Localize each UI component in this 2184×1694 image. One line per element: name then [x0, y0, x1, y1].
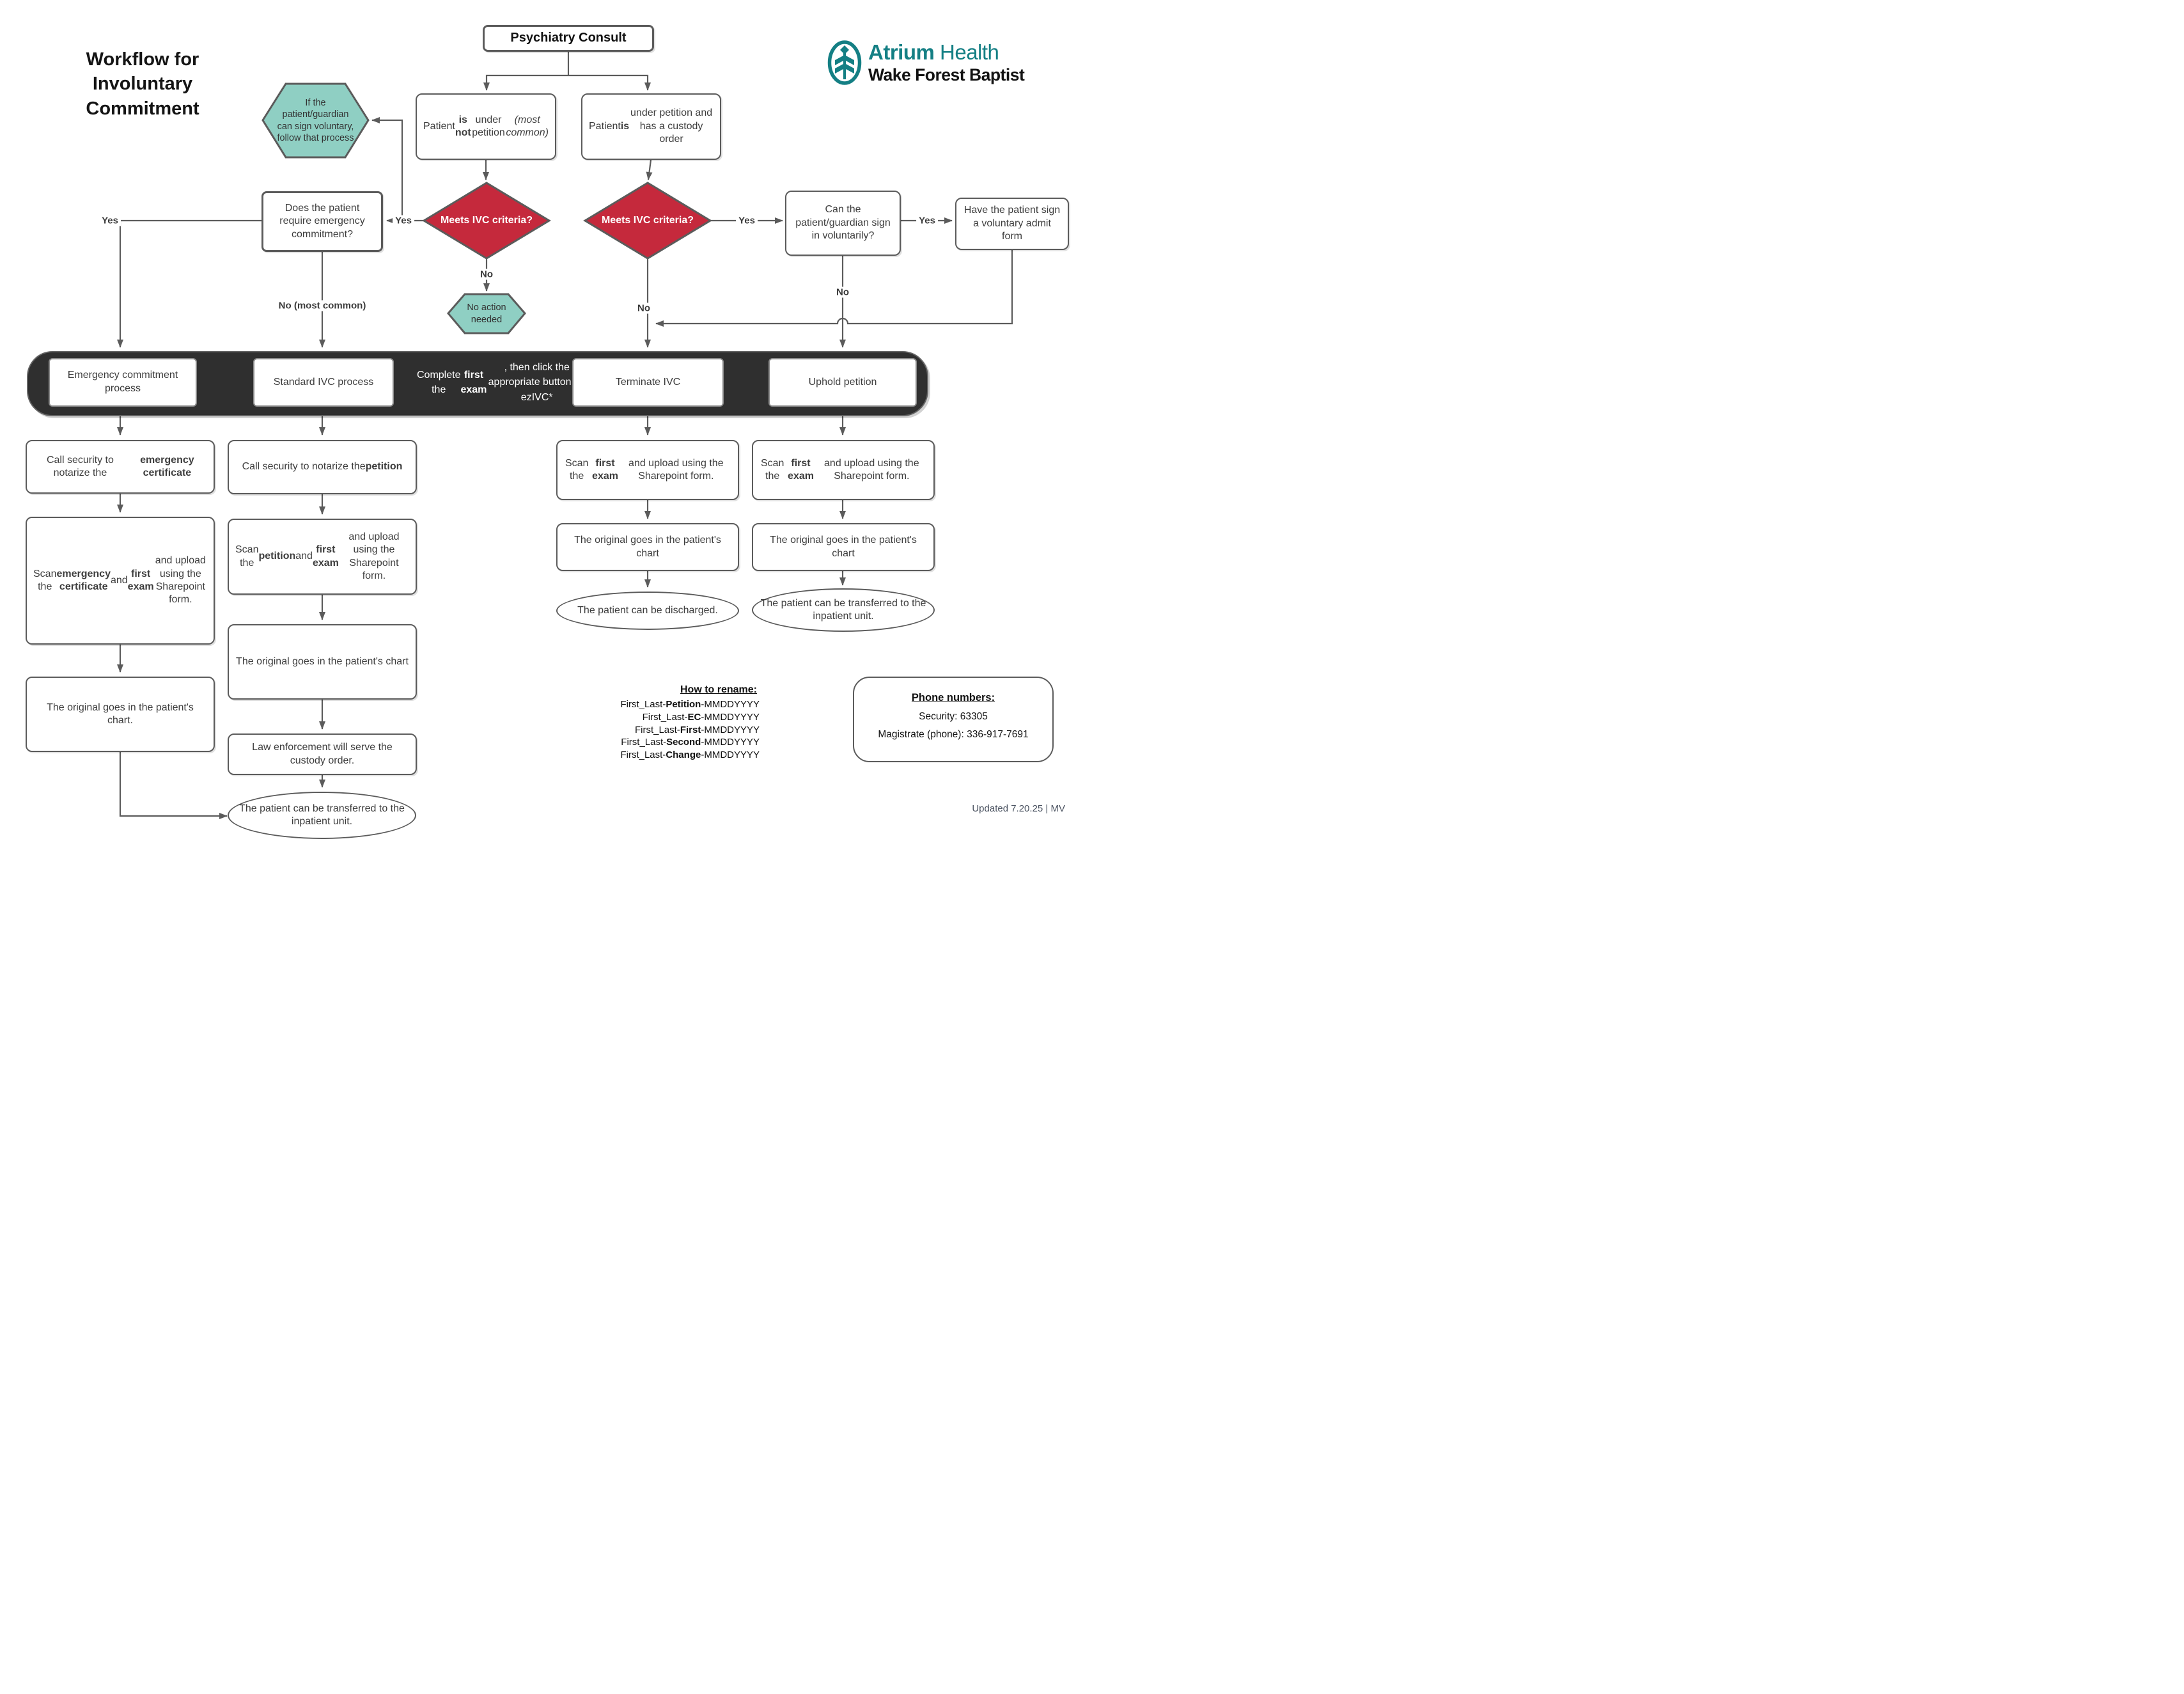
edge-label-no-most-common: No (most common)	[276, 300, 369, 311]
logo-subbrand: Wake Forest Baptist	[868, 65, 1025, 84]
hexagon-voluntary-note	[261, 82, 370, 159]
diamond-meets-ivc-2	[583, 182, 712, 260]
band-uphold-petition: Uphold petition	[768, 358, 917, 407]
rename-list: First_Last-Petition-MMDDYYYY First_Last-…	[601, 698, 760, 762]
phone-header: Phone numbers:	[911, 692, 995, 703]
flowchart-canvas: Workflow for Involuntary Commitment Atri…	[0, 0, 1092, 847]
logo-brand-atrium: Atrium	[868, 40, 935, 64]
node-under-petition: Patient is under petition and has a cust…	[581, 93, 721, 160]
logo-brand: Atrium Health	[868, 40, 1024, 65]
rename-line-ec: First_Last-EC-MMDDYYYY	[642, 711, 760, 723]
rename-line-second: First_Last-Second-MMDDYYYY	[621, 737, 760, 748]
terminal-c3-discharged: The patient can be discharged.	[556, 592, 739, 630]
node-c2-scan-upload: Scan the petition and first exam and upl…	[228, 519, 417, 595]
terminal-c4-transfer-inpatient: The patient can be transferred to the in…	[752, 588, 935, 632]
band-standard-ivc-process: Standard IVC process	[253, 358, 394, 407]
hexagon-voluntary-label: If the patient/guardian can sign volunta…	[277, 98, 354, 143]
node-psychiatry-consult: Psychiatry Consult	[483, 25, 654, 52]
node-c1-original-chart: The original goes in the patient's chart…	[26, 677, 215, 752]
edge-ec-yes-to-band	[117, 219, 261, 348]
phone-magistrate: Magistrate (phone): 336-917-7691	[878, 729, 1029, 741]
node-sign-voluntary-admit-form: Have the patient sign a voluntary admit …	[955, 198, 1069, 250]
updated-stamp: Updated 7.20.25 | MV	[972, 803, 1065, 814]
edge-label-yes-d2: Yes	[736, 215, 758, 226]
rename-header: How to rename:	[680, 684, 757, 695]
rename-line-change: First_Last-Change-MMDDYYYY	[620, 749, 760, 761]
edge-havesign-loop	[655, 250, 1013, 327]
edge-label-no-d2: No	[635, 302, 653, 314]
node-c1-call-security: Call security to notarize the emergency …	[26, 440, 215, 494]
node-c2-law-enforcement: Law enforcement will serve the custody o…	[228, 733, 417, 775]
logo-brand-health: Health	[940, 40, 999, 64]
edge-consult-left	[483, 74, 568, 91]
phone-security: Security: 63305	[919, 710, 988, 722]
node-c2-original-chart: The original goes in the patient's chart	[228, 624, 417, 700]
edge-label-no-d1: No	[478, 269, 495, 280]
phone-numbers-box: Phone numbers: Security: 63305 Magistrat…	[853, 677, 1054, 762]
page-title: Workflow for Involuntary Commitment	[86, 49, 199, 119]
diamond-2-label: Meets IVC criteria?	[601, 215, 694, 226]
band-terminate-ivc: Terminate IVC	[572, 358, 724, 407]
node-c3-scan-upload: Scan the first exam and upload using the…	[556, 440, 739, 500]
edge-label-yes-left: Yes	[99, 215, 121, 226]
rename-line-first: First_Last-First-MMDDYYYY	[634, 724, 760, 735]
edge-branch-hexagon	[371, 117, 403, 221]
rename-line-petition: First_Last-Petition-MMDDYYYY	[620, 699, 760, 710]
diamond-1-label: Meets IVC criteria?	[440, 215, 533, 226]
node-c2-call-security: Call security to notarize the petition	[228, 440, 417, 494]
edge-label-no-sign: No	[834, 286, 852, 298]
edge-label-yes-mid: Yes	[393, 215, 414, 226]
diamond-meets-ivc-1	[422, 182, 551, 260]
node-c4-original-chart: The original goes in the patient's chart	[752, 523, 935, 571]
edge-under-to-d2	[646, 159, 653, 180]
leaf-icon	[827, 40, 862, 85]
node-c4-scan-upload: Scan the first exam and upload using the…	[752, 440, 935, 500]
hexagon-no-action	[447, 293, 526, 334]
band-complete-first-exam-note: Complete the first exam, then click the …	[417, 362, 586, 403]
edge-consult-right	[568, 74, 651, 91]
atrium-health-logo: Atrium Health Wake Forest Baptist	[827, 40, 1025, 86]
node-c3-original-chart: The original goes in the patient's chart	[556, 523, 739, 571]
hexagon-no-action-label: No action needed	[467, 302, 506, 325]
node-c1-scan-upload: Scan the emergency certificate and first…	[26, 517, 215, 645]
band-emergency-commitment-process: Emergency commitment process	[49, 358, 197, 407]
node-require-emergency-commitment: Does the patient require emergency commi…	[261, 191, 383, 252]
edge-c1-elbow	[119, 752, 228, 819]
node-can-sign-voluntarily: Can the patient/guardian sign in volunta…	[785, 191, 901, 256]
terminal-c2-transfer-inpatient: The patient can be transferred to the in…	[228, 792, 416, 839]
edge-label-yes-sign: Yes	[916, 215, 938, 226]
node-not-under-petition: Patient is not under petition (most comm…	[416, 93, 556, 160]
